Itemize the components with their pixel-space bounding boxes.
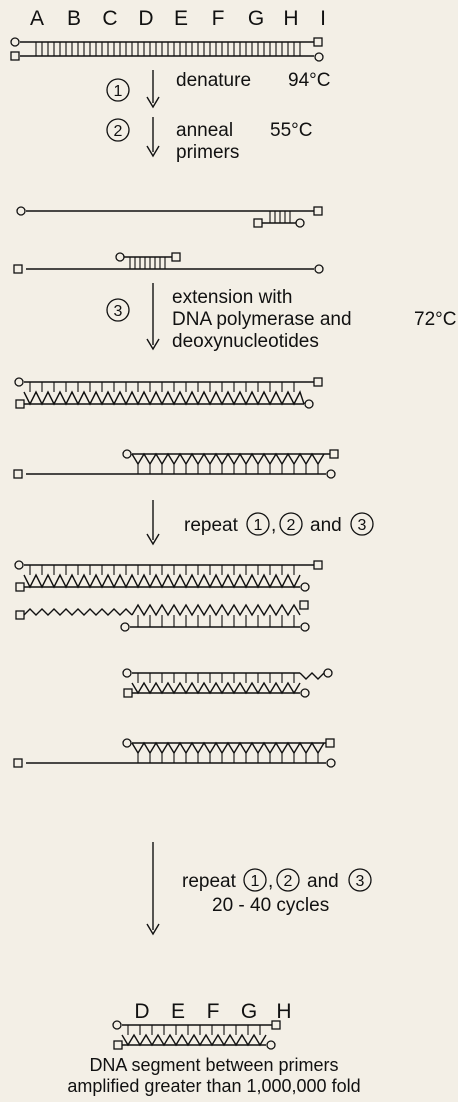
svg-text:,: , bbox=[271, 515, 276, 536]
product-letter-g: G bbox=[241, 1000, 257, 1023]
repeat1-num2: 2 bbox=[287, 517, 296, 534]
product-letter-d: D bbox=[134, 1000, 149, 1023]
step1-temp: 94°C bbox=[288, 70, 330, 91]
template-dna bbox=[11, 38, 323, 61]
svg-text:,: , bbox=[268, 871, 273, 892]
repeat1-num3: 3 bbox=[358, 517, 367, 534]
repeat2-and: and bbox=[307, 871, 339, 892]
letter-a: A bbox=[30, 7, 44, 30]
product-letters: D E F G H bbox=[134, 1000, 291, 1023]
repeat1-and: and bbox=[310, 515, 342, 536]
step3-label-line1: extension with bbox=[172, 287, 292, 308]
repeat-strand-d bbox=[14, 739, 335, 767]
extended-strand-1 bbox=[15, 378, 322, 408]
repeat1-prefix: repeat bbox=[184, 515, 239, 536]
top-letters: A B C D E F G H I bbox=[30, 7, 326, 30]
product-letter-h: H bbox=[276, 1000, 291, 1023]
repeat2-num2: 2 bbox=[284, 873, 293, 890]
step2-number-badge: 2 bbox=[107, 119, 129, 141]
step2-temp: 55°C bbox=[270, 120, 312, 141]
letter-g: G bbox=[248, 7, 264, 30]
template-base-pairs bbox=[36, 42, 300, 56]
step1-number: 1 bbox=[114, 83, 123, 100]
step3-number-badge: 3 bbox=[107, 299, 129, 321]
letter-f: F bbox=[212, 7, 225, 30]
repeat2-cycles: 20 - 40 cycles bbox=[212, 895, 329, 916]
repeat-strand-b bbox=[16, 601, 309, 631]
step2-number: 2 bbox=[114, 123, 123, 140]
step3-number: 3 bbox=[114, 303, 123, 320]
primer-bottom-pairs bbox=[130, 257, 165, 269]
step2-label-line1: anneal bbox=[176, 120, 233, 141]
repeat2-num3: 3 bbox=[356, 873, 365, 890]
step1-number-badge: 1 bbox=[107, 79, 129, 101]
annealed-strand-bottom bbox=[14, 253, 323, 273]
extended-strand-2 bbox=[14, 450, 338, 478]
primer-top-pairs bbox=[270, 211, 290, 223]
caption-line1: DNA segment between primers bbox=[89, 1055, 338, 1075]
letter-c: C bbox=[102, 7, 117, 30]
repeat2-num1: 1 bbox=[251, 873, 260, 890]
final-product-dna bbox=[113, 1021, 280, 1049]
repeat-strand-a bbox=[15, 561, 322, 591]
product-letter-f: F bbox=[207, 1000, 220, 1023]
step3-label-line2: DNA polymerase and bbox=[172, 309, 352, 330]
repeat-strand-c bbox=[123, 669, 332, 697]
step1-label: denature bbox=[176, 70, 251, 91]
repeat1-num1: 1 bbox=[254, 517, 263, 534]
letter-b: B bbox=[67, 7, 81, 30]
repeat2-prefix: repeat bbox=[182, 871, 237, 892]
step2-label-line2: primers bbox=[176, 142, 239, 163]
letter-h: H bbox=[283, 7, 298, 30]
repeat2-text: repeat 1 , 2 and 3 20 - 40 cycles bbox=[182, 869, 371, 916]
step3-temp: 72°C bbox=[414, 309, 456, 330]
letter-e: E bbox=[174, 7, 188, 30]
repeat1-text: repeat 1 , 2 and 3 bbox=[184, 513, 373, 536]
annealed-strand-top bbox=[17, 207, 322, 227]
caption-line2: amplified greater than 1,000,000 fold bbox=[67, 1076, 360, 1096]
step3-label-line3: deoxynucleotides bbox=[172, 331, 319, 352]
letter-d: D bbox=[138, 7, 153, 30]
letter-i: I bbox=[320, 7, 326, 30]
product-letter-e: E bbox=[171, 1000, 185, 1023]
